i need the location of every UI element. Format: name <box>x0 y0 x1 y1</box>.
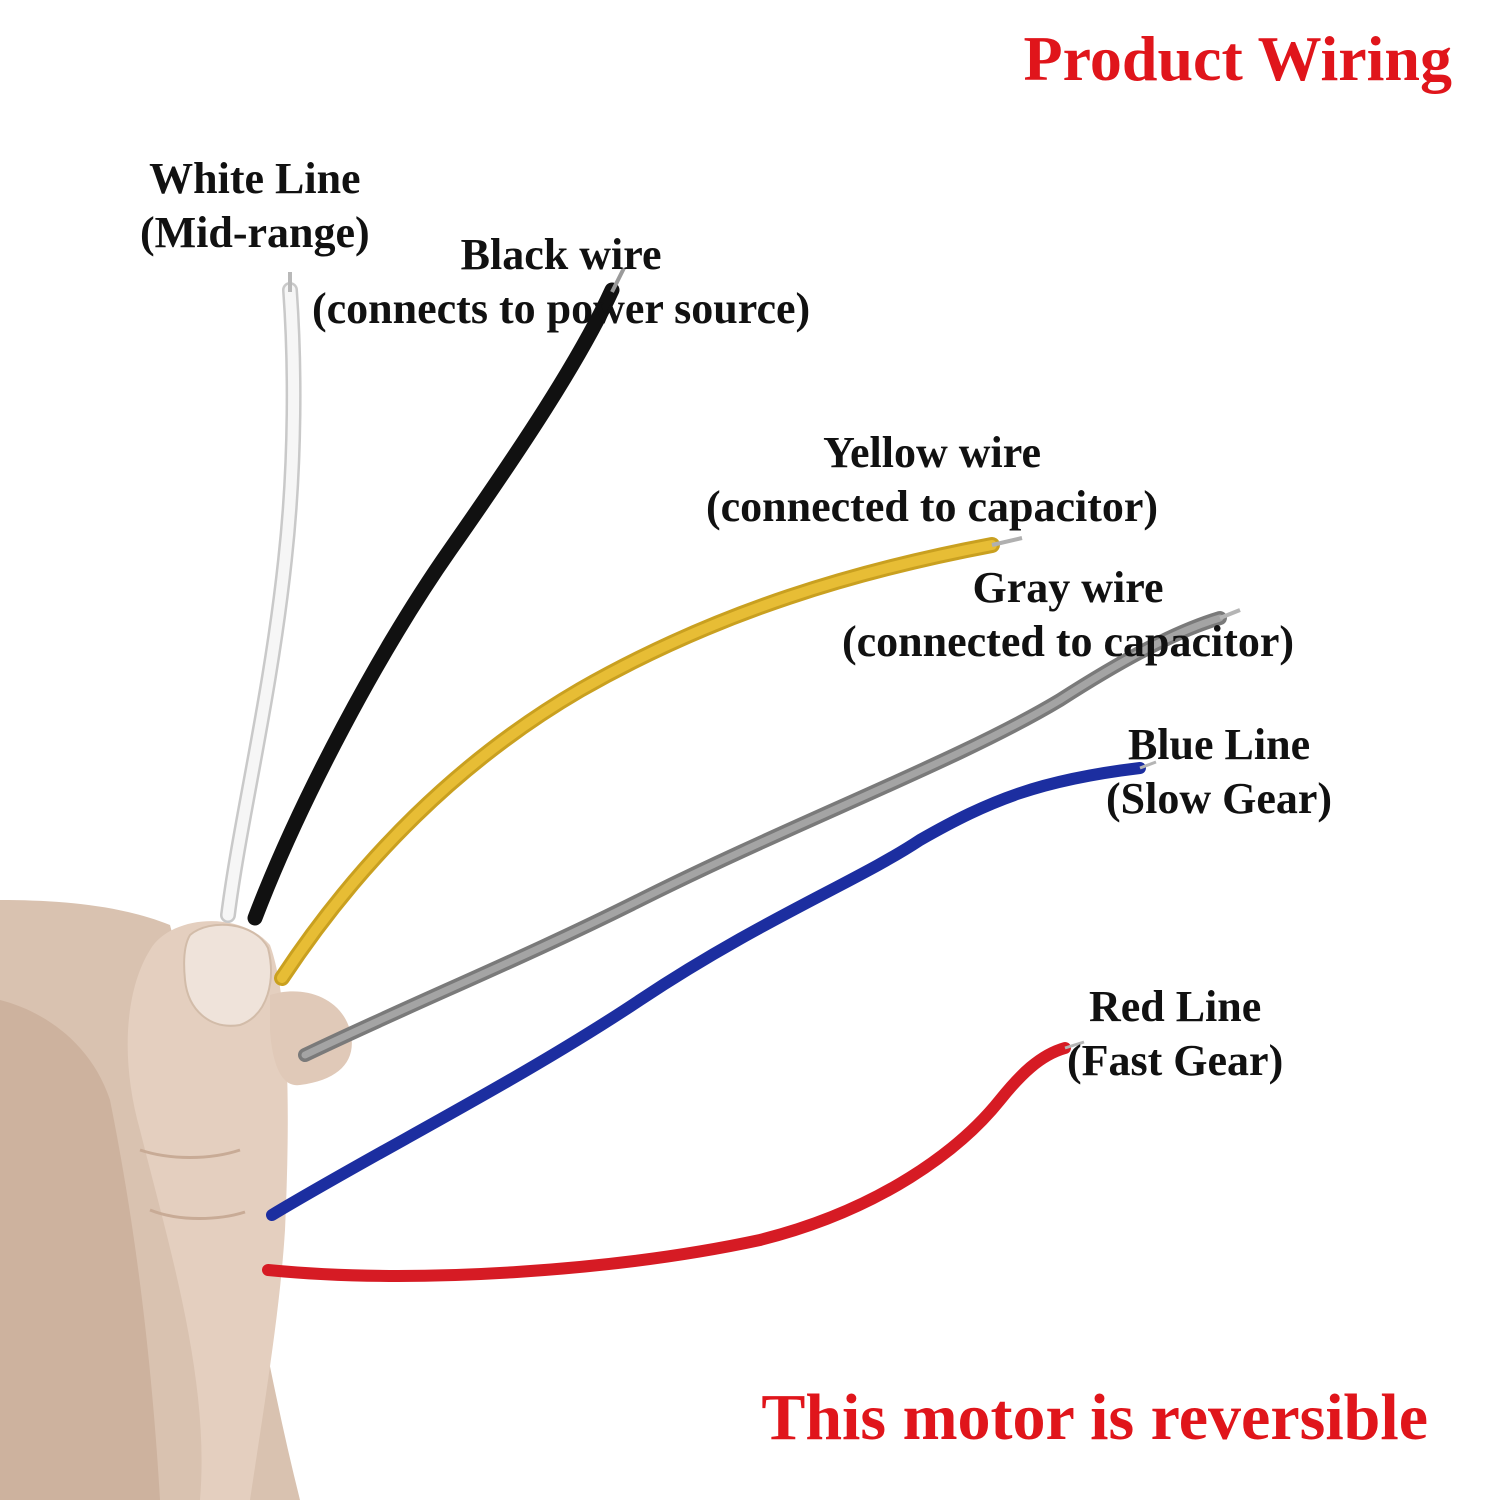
finger-crease <box>139 1148 246 1220</box>
wire-name: Gray wire <box>972 563 1164 612</box>
reversible-note: This motor is reversible <box>761 1381 1428 1454</box>
yellow-wire-core <box>277 540 997 983</box>
red-wire-tip <box>1064 1040 1085 1050</box>
blue-wire-tip <box>1139 760 1157 770</box>
wire-label-white: White Line (Mid-range) <box>140 152 370 259</box>
wire-description: (Mid-range) <box>140 207 370 257</box>
diagram-title: Product Wiring <box>1023 23 1453 94</box>
wire-name: Red Line <box>1088 982 1262 1031</box>
hand <box>0 900 352 1500</box>
wire-label-blue: Blue Line (Slow Gear) <box>1106 718 1332 825</box>
thumb <box>127 921 288 1500</box>
wire-description: (connects to power source) <box>312 283 811 333</box>
wire-label-black: Black wire (connects to power source) <box>312 228 810 335</box>
wire-description: (connected to capacitor) <box>706 481 1159 531</box>
white-wire-core <box>222 284 300 921</box>
wire-name: Blue Line <box>1127 720 1311 769</box>
wires <box>220 267 1241 1282</box>
wire-name: Black wire <box>460 230 662 279</box>
gray-wire-tip <box>1219 608 1241 620</box>
wire-name: Yellow wire <box>823 428 1041 477</box>
red-wire <box>262 1042 1071 1282</box>
wire-label-gray: Gray wire (connected to capacitor) <box>842 561 1294 668</box>
black-wire-tip <box>610 267 626 293</box>
index-finger <box>270 991 352 1086</box>
wire-label-yellow: Yellow wire (connected to capacitor) <box>706 426 1158 533</box>
wire-description: (connected to capacitor) <box>842 616 1295 666</box>
wire-description: (Slow Gear) <box>1106 773 1333 823</box>
yellow-wire-tip <box>991 536 1023 547</box>
thumbnail <box>183 923 272 1027</box>
blue-wire <box>266 762 1146 1221</box>
wire-name: White Line <box>149 154 361 203</box>
wire-description: (Fast Gear) <box>1067 1035 1284 1085</box>
hand-back-shadow <box>0 1000 160 1500</box>
black-wire <box>247 282 620 926</box>
gray-wire-core <box>301 614 1224 1059</box>
wire-label-red: Red Line (Fast Gear) <box>1067 980 1283 1087</box>
